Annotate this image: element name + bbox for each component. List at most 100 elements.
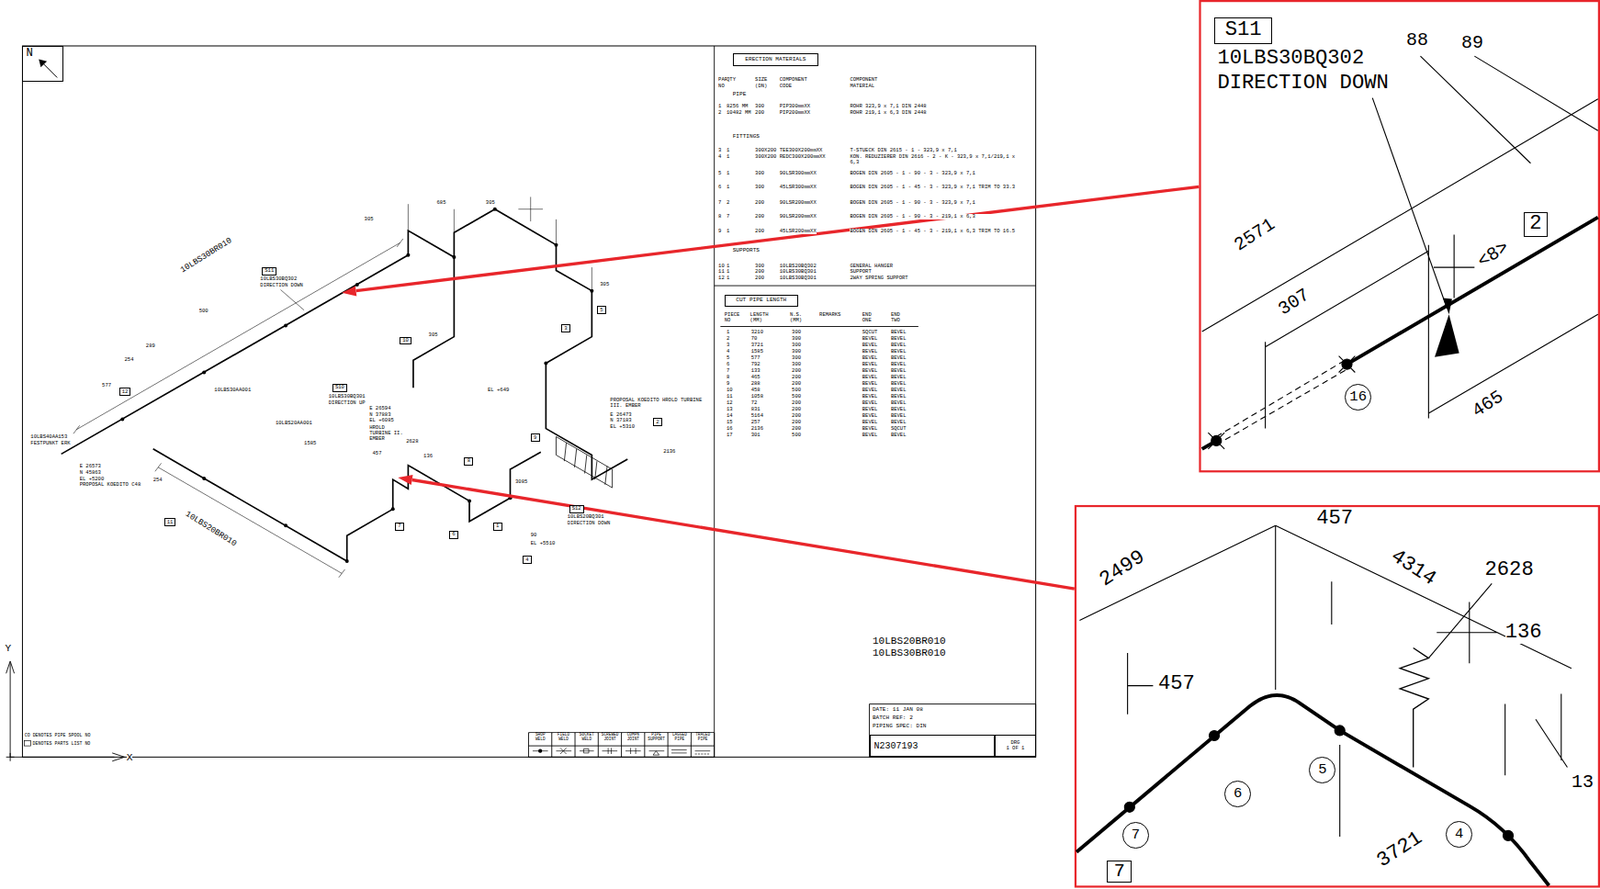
table-cell: BEVEL	[890, 368, 907, 374]
table-cell: BEVEL	[862, 426, 879, 432]
support-tag-box: S12	[569, 505, 585, 514]
part-number-box: 2	[653, 417, 663, 427]
table-cell: BEVEL	[890, 329, 907, 336]
table-cell: 300	[791, 355, 801, 361]
table-cell: 10	[718, 263, 725, 270]
drawing-annotation: EL +5510	[530, 540, 556, 547]
drawing-annotation: COMPONENT MATERIAL	[849, 77, 880, 89]
table-cell: 7	[726, 214, 730, 220]
spool-number-circle: 4	[1445, 821, 1473, 848]
drawing-annotation: X	[126, 752, 134, 764]
spool-number-circle: 16	[1344, 383, 1372, 411]
part-number-box: 7	[1106, 860, 1132, 883]
drawing-annotation: 254	[153, 477, 163, 484]
node-text: 6	[451, 531, 455, 538]
table-cell: 90LSR300mmXX	[779, 170, 817, 177]
drawing-annotation: COMPONENT CODE	[779, 77, 811, 89]
legend-text: COMPN JOINT	[622, 732, 644, 742]
table-cell: 10	[726, 387, 733, 394]
drawing-annotation: 10LBS20BQ301	[567, 514, 605, 520]
table-cell: 2136	[751, 426, 764, 432]
drawing-annotation: 685	[436, 200, 446, 206]
table-cell: PIP300mmXX	[779, 103, 811, 110]
node-text: 2	[1529, 213, 1542, 236]
table-cell: 1	[726, 269, 730, 275]
inset-pipe	[1202, 217, 1599, 450]
table-cell: 10LBS30BQ301	[779, 269, 817, 275]
drawing-annotation: 457	[1316, 507, 1353, 530]
table-cell: BEVEL	[862, 413, 879, 419]
table-cell: BEVEL	[890, 349, 907, 355]
table-cell: BEVEL	[862, 342, 879, 349]
table-cell: BEVEL	[890, 381, 907, 387]
drawing-annotation: E 26473	[609, 412, 631, 418]
weld-dot	[202, 371, 206, 375]
drawing-frame	[22, 45, 1036, 757]
node-text: N	[25, 47, 33, 60]
drawing-annotation: 2499	[1095, 546, 1150, 593]
support-tag-box: S11	[261, 267, 277, 276]
drawing-annotation: N 45863	[79, 470, 102, 476]
traced-pipe-symbol	[695, 754, 711, 755]
part-number-box: 4	[522, 555, 532, 564]
part-number-box: 3	[561, 324, 571, 333]
table-cell: 200	[754, 214, 765, 220]
table-cell: 1	[726, 329, 730, 336]
table-cell: T-STUECK DIN 2615 - 1 - 323,9 x 7,1	[849, 147, 1024, 154]
table-cell: 3	[726, 342, 730, 349]
drawing-annotation: 10LBS30BR010	[179, 236, 234, 276]
drawing-annotation: END ONE	[862, 312, 879, 324]
table-cell: 13	[726, 406, 733, 413]
drawing-annotation: 10LBS30BQ302	[1216, 47, 1364, 70]
drawing-annotation: 305	[485, 200, 496, 206]
table-cell: 257	[751, 419, 761, 426]
table-cell: SQCUT	[890, 426, 907, 432]
weld-dot	[543, 361, 548, 366]
drawing-annotation: 4314	[1386, 545, 1441, 592]
spool-number-circle: 6	[1224, 780, 1251, 808]
table-cell: 7	[718, 200, 722, 206]
table-cell: 15	[726, 419, 733, 426]
drawing-annotation: EL +649	[487, 387, 509, 394]
table-cell: 3	[718, 147, 722, 154]
table-cell: SUPPORT	[849, 269, 1024, 275]
table-cell: 200	[791, 368, 801, 374]
node-text: 3	[563, 326, 567, 332]
pipe-run	[61, 209, 629, 562]
node-text: S11	[1225, 19, 1262, 42]
table-cell: 300	[791, 361, 801, 368]
table-cell: 10482 MM	[726, 110, 752, 116]
legend-text: LAGGED PIPE	[668, 732, 690, 742]
inset-weld-dots	[1211, 359, 1353, 446]
weld-dot	[467, 498, 472, 503]
table-cell: 8256 MM	[726, 103, 748, 110]
table-cell: BEVEL	[862, 336, 879, 342]
table-cell: 300	[754, 184, 765, 191]
drawing-number-box: N2307193	[869, 734, 996, 757]
table-cell: 90LSR200mmXX	[779, 214, 817, 220]
spool-number-circle: 5	[1308, 756, 1336, 784]
weld-dot	[283, 523, 288, 528]
part-number-box: 9	[530, 433, 541, 442]
drawing-annotation: PIECE NO	[724, 312, 744, 324]
inset-dimension-lines	[1202, 56, 1599, 429]
table-cell: 288	[751, 381, 761, 387]
table-cell: 5	[726, 355, 730, 361]
weld-dot	[1208, 730, 1219, 741]
table-cell: 200	[791, 413, 801, 419]
table-cell: ROHR 323,9 x 7,1 DIN 2448	[849, 103, 1024, 110]
drawing-annotation: DIRECTION DOWN	[259, 282, 304, 289]
drawing-annotation: 577	[101, 383, 112, 389]
table-cell: 2WAY SPRING SUPPORT	[849, 275, 1024, 282]
weld-dot	[1124, 801, 1135, 812]
table-cell: 200	[754, 275, 765, 282]
parts-list-symbol	[24, 741, 32, 747]
table-title-box: ERECTION MATERIALS	[732, 53, 819, 67]
drawing-annotation: 500	[199, 308, 209, 315]
table-cell: 577	[751, 355, 761, 361]
table-cell: 1585	[751, 349, 764, 355]
table-cell: BEVEL	[890, 387, 907, 394]
table-cell: 300	[791, 342, 801, 349]
table-cell: 300X200	[754, 147, 777, 154]
